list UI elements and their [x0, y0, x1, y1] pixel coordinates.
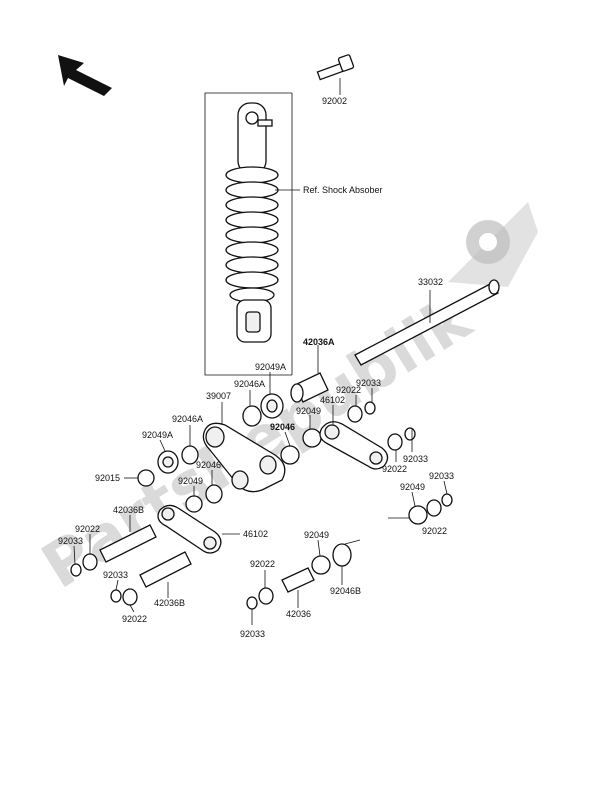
part-labels: 92002 Ref. Shock Absober 33032 42036A 92…: [58, 96, 454, 639]
shock-ref-box: [204, 92, 292, 376]
label-46102-a: 46102: [320, 395, 345, 405]
label-92049-a: 92049: [296, 406, 321, 416]
pin-42036B-a: [99, 524, 157, 563]
rocker-arm-39007: [202, 422, 286, 493]
label-92033-d: 92033: [58, 536, 83, 546]
shaft-33032: [354, 279, 500, 366]
label-92033-a: 92033: [356, 378, 381, 388]
label-92002: 92002: [322, 96, 347, 106]
label-42036A: 42036A: [303, 337, 335, 347]
shock-spring: [225, 166, 279, 303]
circlip-92033-a: [364, 401, 376, 415]
circlip-92033-f: [246, 596, 258, 610]
label-92033-b: 92033: [403, 454, 428, 464]
bearing-92049-d: [311, 555, 331, 575]
label-92022-a: 92022: [336, 385, 361, 395]
label-92022-d: 92022: [75, 524, 100, 534]
washer-92022-b: [387, 433, 403, 451]
bearing-92049-mid: [302, 428, 322, 448]
label-92033-e: 92033: [103, 570, 128, 580]
label-92046-b: 92046: [196, 460, 221, 470]
pin-42036: [281, 567, 315, 593]
washer-92022-a: [347, 405, 363, 423]
label-92046A-top: 92046A: [234, 379, 265, 389]
label-42036B-a: 42036B: [113, 505, 144, 515]
label-92049A-left: 92049A: [142, 430, 173, 440]
pin-42036B-b: [139, 551, 192, 588]
circlip-92033-b: [404, 427, 416, 441]
shock-absorber: [225, 102, 279, 343]
circlip-92033-c: [441, 493, 453, 507]
label-92049A-top: 92049A: [255, 362, 286, 372]
bolt-92002: [316, 54, 355, 81]
label-92049-d: 92049: [304, 530, 329, 540]
direction-arrow-icon: [58, 55, 112, 96]
label-92022-c: 92022: [422, 526, 447, 536]
label-92046B: 92046B: [330, 586, 361, 596]
tie-rod-46102-right: [319, 421, 389, 470]
label-92022-e: 92022: [250, 559, 275, 569]
label-33032: 33032: [418, 277, 443, 287]
label-42036B-b: 42036B: [154, 598, 185, 608]
bearing-92046-b: [205, 484, 223, 504]
washer-92022-f: [258, 587, 274, 605]
bearing-92046A-top: [242, 405, 262, 427]
bearing-92046-mid: [280, 445, 300, 465]
circlip-92033-e: [110, 589, 122, 603]
bearing-92049-b: [185, 495, 203, 513]
label-92046-a: 92046: [270, 422, 295, 432]
bearing-92046B: [332, 543, 352, 567]
circlip-92033-d: [70, 563, 82, 577]
label-92049-b: 92049: [178, 476, 203, 486]
label-92046A-left: 92046A: [172, 414, 203, 424]
label-46102-b: 46102: [243, 529, 268, 539]
label-ref-shock: Ref. Shock Absober: [303, 185, 383, 195]
washer-92022-d: [82, 553, 98, 571]
tie-rod-46102-left: [157, 504, 222, 554]
leader-lines: [73, 78, 448, 625]
label-92015: 92015: [95, 473, 120, 483]
watermark: PartsRepublik: [29, 202, 538, 603]
bearing-92049-c: [408, 505, 428, 525]
label-92049-c: 92049: [400, 482, 425, 492]
label-92022-f: 92022: [122, 614, 147, 624]
cap-92015: [137, 469, 155, 487]
label-92033-f: 92033: [240, 629, 265, 639]
watermark-gear-icon: [448, 202, 538, 287]
label-92033-c: 92033: [429, 471, 454, 481]
label-39007: 39007: [206, 391, 231, 401]
collar-42036A: [290, 372, 329, 403]
label-92022-b: 92022: [382, 464, 407, 474]
washer-92022-e: [122, 588, 138, 606]
label-42036: 42036: [286, 609, 311, 619]
washer-92022-c: [426, 499, 442, 517]
